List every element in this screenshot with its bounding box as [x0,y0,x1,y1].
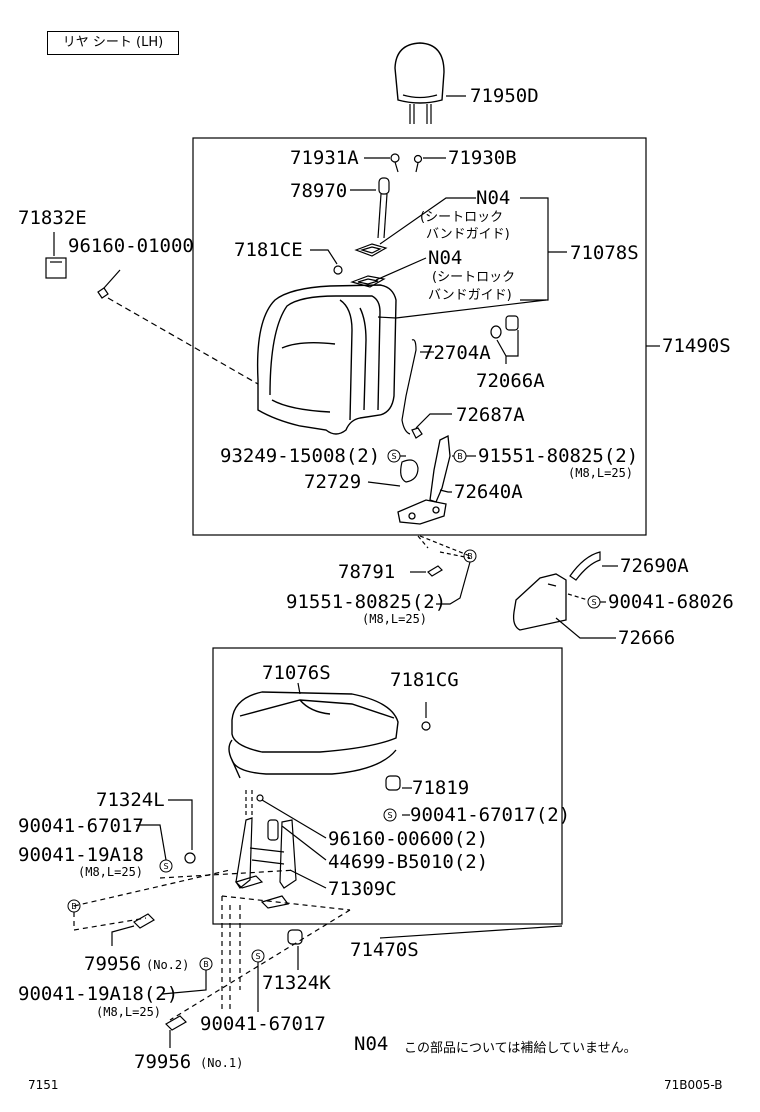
bolt-symbol: B [203,960,209,969]
part-label-93249-15008[interactable]: 93249-15008(2) [220,445,381,467]
part-label-79956-no1[interactable]: 79956 [134,1051,192,1073]
part-label-72687a[interactable]: 72687A [456,404,525,426]
part-note-n04-lower-line2: バンドガイド) [428,288,512,303]
note-code: N04 [354,1033,389,1055]
part-label-72690a[interactable]: 72690A [620,555,689,577]
part-label-90041-68026[interactable]: 90041-68026 [608,591,734,613]
part-label-72066a[interactable]: 72066A [476,370,545,392]
headrest-71950d [394,42,445,124]
support-parts [390,153,423,173]
part-label-71078s[interactable]: 71078S [570,242,639,264]
frame-71309c [234,817,297,909]
part-label-78791[interactable]: 78791 [338,561,396,583]
cable-72704a [401,339,417,435]
part-note-n04-upper-line2: バンドガイド) [426,227,510,242]
footer-right-code: 71B005-B [664,1078,723,1092]
part-label-71490s[interactable]: 71490S [662,335,731,357]
part-label-78970[interactable]: 78970 [290,180,348,202]
part-spec-91551-lower: (M8,L=25) [362,612,428,626]
part-label-71309c[interactable]: 71309C [328,878,397,900]
bolt-symbol: B [467,552,473,561]
part-label-72704a[interactable]: 72704A [422,342,491,364]
footer-left-code: 7151 [28,1078,59,1092]
lock-rod-78970 [377,177,390,239]
part-label-72666[interactable]: 72666 [618,627,676,649]
part-label-71324k[interactable]: 71324K [262,972,331,994]
part-label-71832e[interactable]: 71832E [18,207,87,229]
part-spec-90041-19a18-left: (M8,L=25) [78,865,144,879]
screw-symbol: S [591,598,596,607]
part-label-91551-80825-lower[interactable]: 91551-80825(2) [286,591,447,613]
screw-symbol: S [163,862,168,871]
screw-symbol: S [255,952,260,961]
diagram-title: リヤ シート (LH) [47,31,179,55]
clip-7181ce [333,265,343,275]
screw-symbol: S [391,452,396,461]
pin-78791 [427,565,443,577]
part-spec-90041-19a18-bottom: (M8,L=25) [96,1005,162,1019]
part-label-90041-19a18-left[interactable]: 90041-19A18 [18,844,144,866]
part-label-90041-67017-x2[interactable]: 90041-67017(2) [410,804,571,826]
part-label-79956-no2[interactable]: 79956 [84,953,142,975]
knob-72066a [490,315,519,339]
bracket-72729 [400,459,419,483]
cover-72690a [569,551,601,581]
part-spec-79956-no2: (No.2) [146,958,190,972]
seatback-assembly-box [192,137,647,536]
part-label-n04-upper[interactable]: N04 [476,187,511,209]
screw-symbol: S [387,811,392,820]
bracket-79956-no1 [165,1015,187,1031]
bolt-symbol: B [457,452,463,461]
clip-72687a [411,427,423,439]
part-label-7181cg[interactable]: 7181CG [390,669,459,691]
part-label-71324l[interactable]: 71324L [96,789,165,811]
part-label-96160-01000[interactable]: 96160-01000 [68,235,194,257]
part-label-71076s[interactable]: 71076S [262,662,331,684]
part-label-71470s[interactable]: 71470S [350,939,419,961]
recliner-72640a [397,434,451,525]
seat-cushion [228,691,399,779]
part-label-90041-67017-left[interactable]: 90041-67017 [18,815,144,837]
part-label-91551-80825-upper[interactable]: 91551-80825(2) [478,445,639,467]
part-spec-91551-upper: (M8,L=25) [568,466,634,480]
part-label-90041-19a18-bottom[interactable]: 90041-19A18(2) [18,983,179,1005]
part-label-71819[interactable]: 71819 [412,777,470,799]
part-label-72729[interactable]: 72729 [304,471,362,493]
part-label-n04-lower[interactable]: N04 [428,247,463,269]
band-guide-upper [354,243,388,257]
part-label-96160-00600[interactable]: 96160-00600(2) [328,828,489,850]
part-label-90041-67017-bottom[interactable]: 90041-67017 [200,1013,326,1035]
part-label-71930b[interactable]: 71930B [448,147,517,169]
grommet-71324k [287,929,303,945]
grommet-71819 [385,775,401,791]
part-label-72640a[interactable]: 72640A [454,481,523,503]
seatback-shape [256,284,397,435]
part-note-n04-lower-line1: (シートロック [432,270,516,285]
cushion-assembly-box [212,647,563,925]
part-note-n04-upper-line1: (シートロック [420,210,504,225]
bracket-71832e [45,257,109,299]
part-label-7181ce[interactable]: 7181CE [234,239,303,261]
cover-72666 [512,573,567,631]
bolt-symbol: B [71,902,77,911]
bracket-79956-no2 [133,913,155,929]
part-label-71931a[interactable]: 71931A [290,147,359,169]
part-label-71950d[interactable]: 71950D [470,85,539,107]
note-text: この部品については補給していません。 [404,1041,637,1056]
part-spec-79956-no1: (No.1) [200,1056,244,1070]
part-label-44699-b5010[interactable]: 44699-B5010(2) [328,851,489,873]
